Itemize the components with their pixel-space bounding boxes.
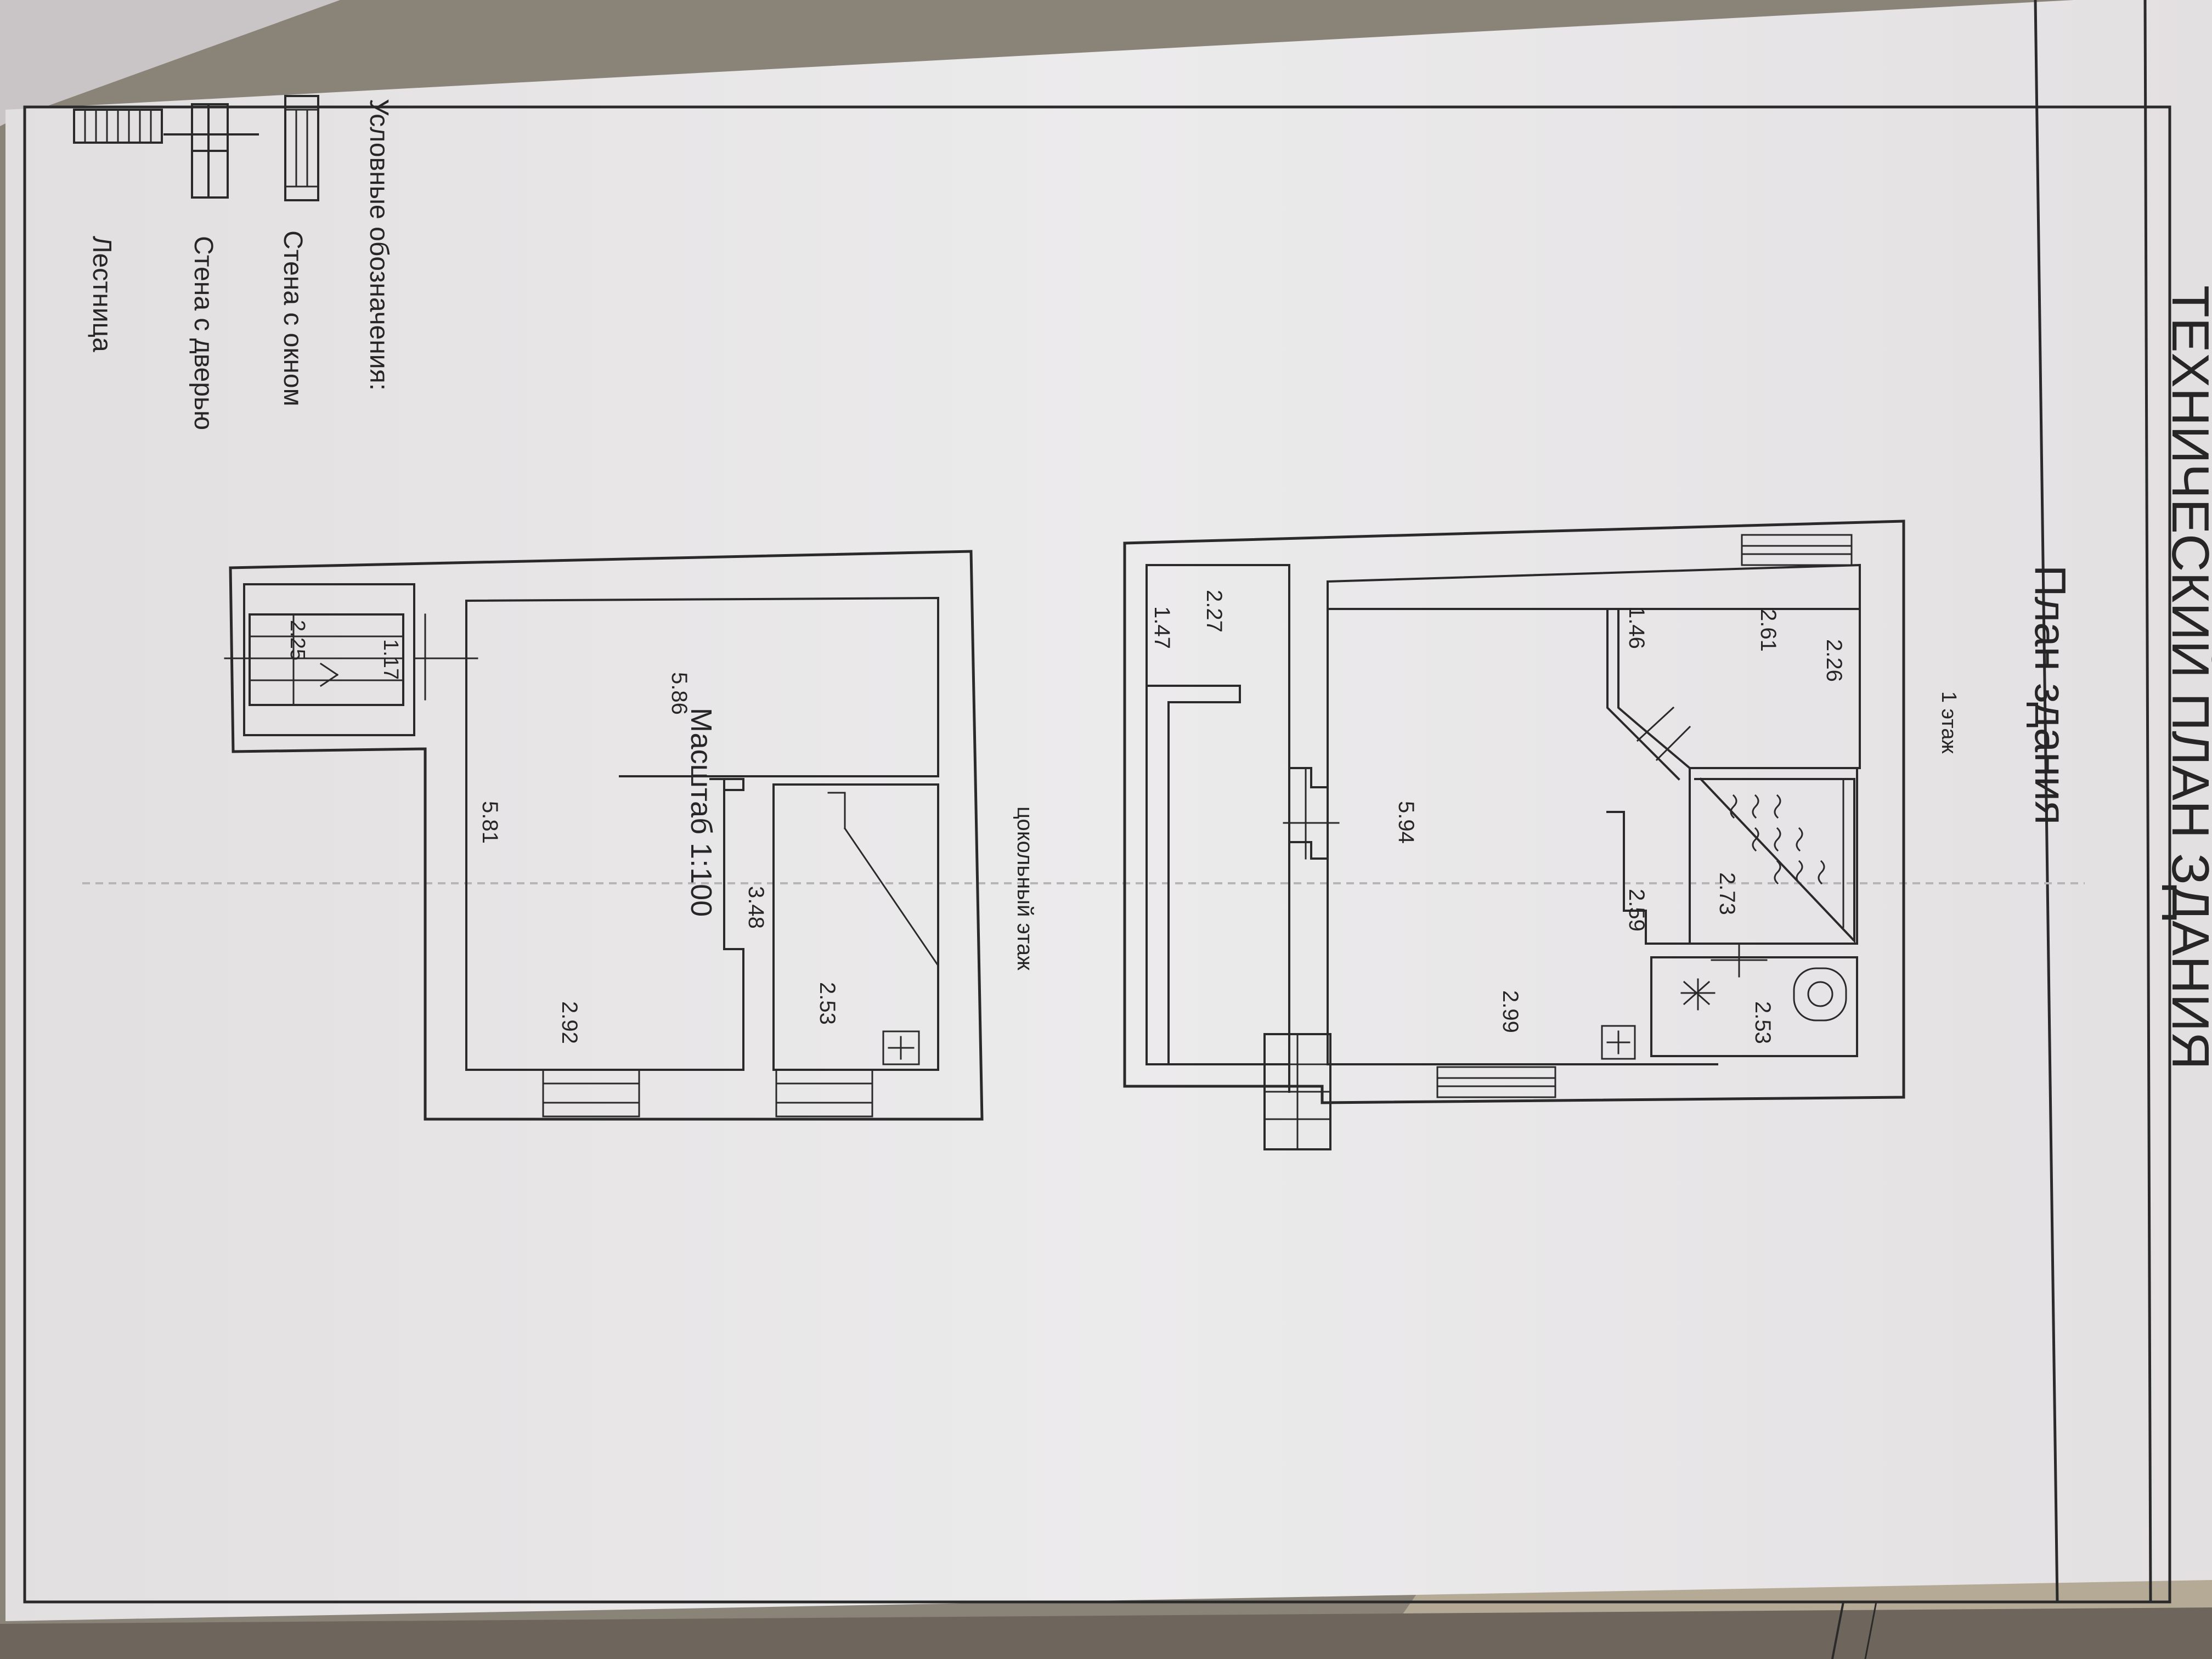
dim-2-25: 2.25 — [286, 620, 309, 661]
sink-icon — [1680, 978, 1716, 1011]
document-subtitle: План здания — [2026, 565, 2075, 825]
stove-icon — [1601, 1025, 1636, 1060]
dim-2-92: 2.92 — [557, 1001, 582, 1044]
dim-1-47: 1.47 — [1150, 606, 1174, 649]
dim-1-46: 1.46 — [1624, 606, 1649, 649]
dim-5-86: 5.86 — [667, 672, 691, 715]
bathtub-icon — [1730, 794, 1825, 885]
dim-5-81: 5.81 — [478, 801, 502, 844]
floor-label-basement: цокольный этаж — [1013, 806, 1037, 970]
dim-5-94: 5.94 — [1394, 801, 1418, 844]
dim-2-59: 2.59 — [1624, 889, 1649, 932]
dim-2-53-basement: 2.53 — [815, 982, 839, 1025]
dim-2-27: 2.27 — [1202, 590, 1226, 633]
document-title: ТЕХНИЧЕСКИЙ ПЛАН ЗДАНИЯ — [2161, 285, 2212, 1070]
scale-label: Масштаб 1:100 — [685, 708, 718, 917]
legend-label-stair: Лестница — [87, 236, 116, 352]
stove-icon-basement — [882, 1030, 920, 1065]
stair-icon — [73, 109, 163, 144]
dim-1-17: 1.17 — [379, 639, 402, 680]
door-wall-icon — [163, 103, 259, 199]
dim-2-73: 2.73 — [1715, 872, 1739, 915]
dim-3-48: 3.48 — [744, 886, 768, 929]
dim-2-53-first: 2.53 — [1751, 1001, 1775, 1044]
window-wall-icon — [284, 95, 319, 201]
legend-heading: Условные обозначения: — [364, 99, 393, 391]
legend-label-window: Стена с окном — [278, 230, 307, 407]
outer-frame — [23, 105, 2171, 1604]
floor-plan-first: 2.27 1.47 2.61 2.26 1.46 5.94 2.73 2.59 … — [1123, 520, 1905, 1150]
dim-2-61: 2.61 — [1756, 609, 1780, 652]
top-sheet-corner — [0, 0, 340, 126]
paper-sheet — [5, 0, 2212, 1621]
dim-2-26: 2.26 — [1822, 639, 1846, 682]
floor-label-first: 1 этаж — [1937, 691, 1960, 754]
floor-plan-basement: 2.25 1.17 5.86 5.81 3.48 2.92 2.53 — [224, 550, 984, 1121]
toilet-icon — [1793, 967, 1847, 1022]
dim-2-99: 2.99 — [1498, 990, 1522, 1033]
legend-label-door: Стена с дверью — [189, 236, 218, 430]
